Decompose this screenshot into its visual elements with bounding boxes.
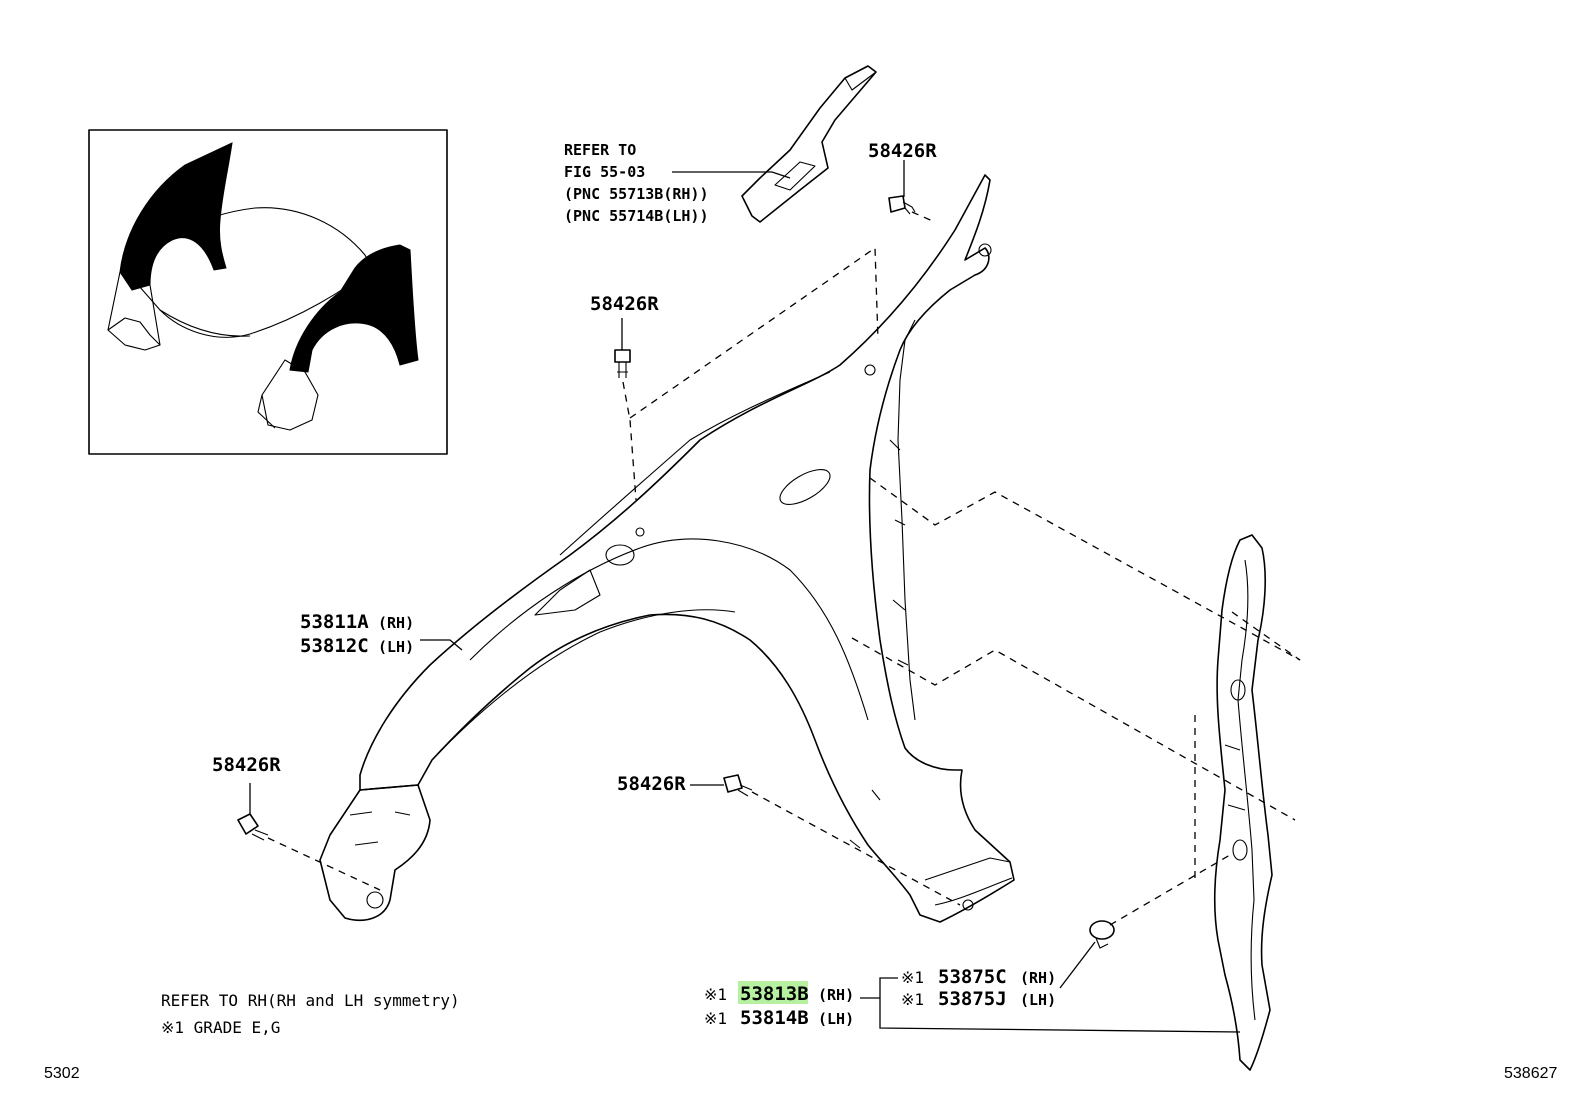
part-58426r-bottom-mid[interactable]: 58426R (617, 773, 686, 795)
corner-code-left: 5302 (44, 1065, 80, 1082)
clip-lh-side: (LH) (1020, 991, 1056, 1009)
fender-lh-side: (LH) (378, 638, 414, 656)
fender-oval-hole (779, 469, 831, 505)
label-fender-part: 53811A (RH) 53812C (LH) (300, 611, 414, 657)
leader-lines (249, 160, 1241, 1033)
inset-left-fender (119, 142, 233, 291)
note-symmetry: REFER TO RH(RH and LH symmetry) (161, 991, 460, 1010)
clip-rh-side: (RH) (1020, 969, 1056, 987)
seal-rh-highlight (738, 981, 808, 1004)
corner-code-right: 538627 (1504, 1065, 1557, 1082)
seal-mark-2: ※1 (704, 1009, 727, 1028)
label-clip-part: ※1 53875C (RH) ※1 53875J (LH) (901, 966, 1056, 1010)
inset-right-fender (289, 244, 419, 373)
seal-lh-side: (LH) (818, 1010, 854, 1028)
part-53875j[interactable]: 53875J (938, 988, 1007, 1010)
overview-inset (88, 129, 448, 455)
clip-mark-2: ※1 (901, 990, 924, 1009)
assembly-lines (267, 211, 1301, 926)
seal-rh-side: (RH) (818, 986, 854, 1004)
inset-frame (88, 129, 448, 455)
top-bracket (741, 65, 877, 223)
refer-line-1: REFER TO (564, 141, 636, 159)
label-refer-to-fig: REFER TO FIG 55-03 (PNC 55713B(RH)) (PNC… (564, 141, 709, 225)
bolt-bottom-mid (723, 774, 753, 797)
refer-line-3: (PNC 55713B(RH)) (564, 185, 709, 203)
fender-seal (1213, 534, 1273, 1071)
part-53811a[interactable]: 53811A (300, 611, 369, 633)
seal-outline (1213, 534, 1273, 1071)
refer-line-2: FIG 55-03 (564, 163, 645, 181)
refer-line-4: (PNC 55714B(LH)) (564, 207, 709, 225)
front-fender (319, 174, 1015, 923)
label-seal-part: ※1 53813B (RH) ※1 53814B (LH) (704, 981, 854, 1029)
note-grade: ※1 GRADE E,G (161, 1018, 280, 1037)
seal-mark-1: ※1 (704, 985, 727, 1004)
bolt-top-right (888, 195, 916, 215)
clip-mark-1: ※1 (901, 968, 924, 987)
bolt-top-left (614, 349, 631, 378)
part-58426r-top-left[interactable]: 58426R (590, 293, 659, 315)
part-53813b[interactable]: 53813B (740, 983, 809, 1005)
fender-rh-side: (RH) (378, 614, 414, 632)
fender-outline (359, 174, 1015, 923)
part-53875c[interactable]: 53875C (938, 966, 1007, 988)
part-53812c[interactable]: 53812C (300, 635, 369, 657)
bracket-outline (741, 65, 877, 223)
part-58426r-bottom-left[interactable]: 58426R (212, 754, 281, 776)
clip-part (1089, 920, 1115, 949)
fender-front-mount (319, 784, 431, 922)
bolt-bottom-left (237, 813, 269, 841)
fender-wheel-arch (469, 538, 869, 721)
part-58426r-top-right[interactable]: 58426R (868, 140, 937, 162)
part-53814b[interactable]: 53814B (740, 1007, 809, 1029)
